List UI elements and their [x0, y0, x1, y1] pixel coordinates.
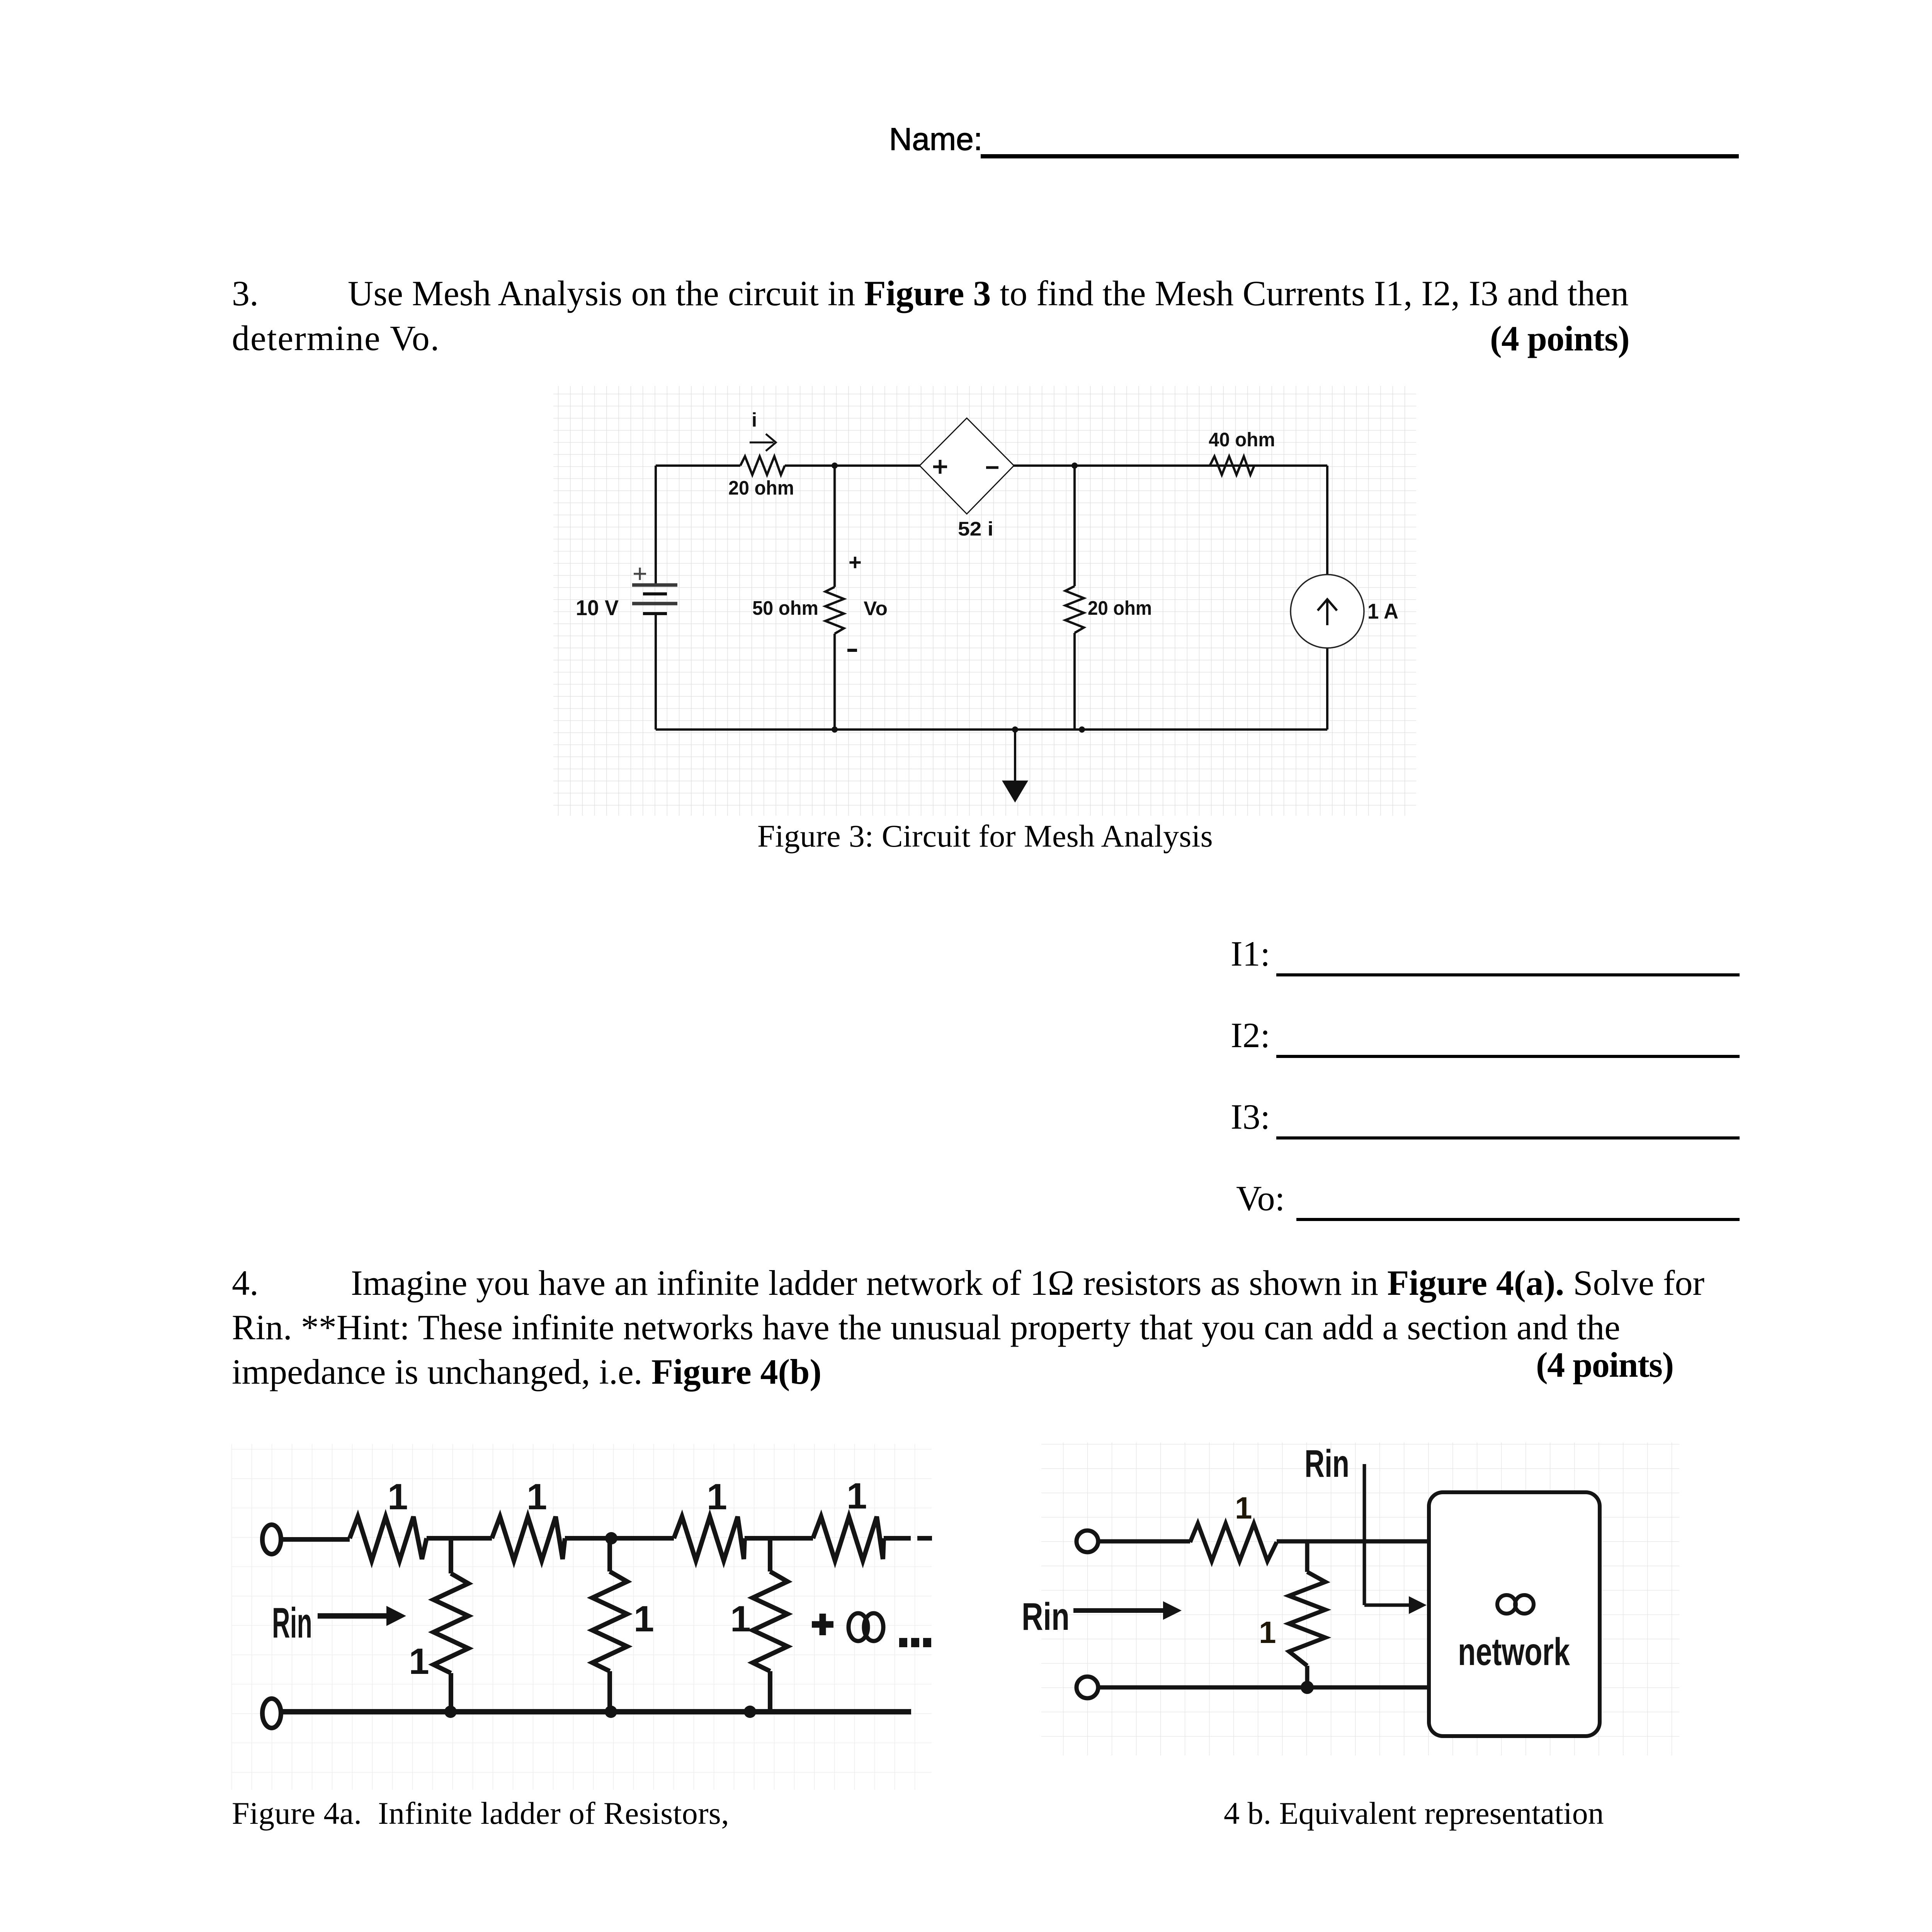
svg-text:Rin: Rin: [1304, 1442, 1349, 1485]
svg-text:1: 1: [707, 1476, 727, 1517]
svg-text:Vo: Vo: [864, 597, 888, 619]
svg-text:i: i: [752, 409, 757, 431]
svg-text:1: 1: [388, 1476, 408, 1517]
svg-text:20 ohm: 20 ohm: [1088, 597, 1152, 619]
svg-text:52 i: 52 i: [958, 518, 993, 540]
svg-text:Rin: Rin: [272, 1599, 312, 1647]
svg-text:network: network: [1458, 1630, 1570, 1673]
svg-text:1: 1: [527, 1476, 547, 1517]
svg-text:40 ohm: 40 ohm: [1209, 429, 1275, 451]
svg-text:20 ohm: 20 ohm: [728, 477, 794, 499]
svg-text:10 V: 10 V: [576, 595, 619, 620]
svg-text:1: 1: [730, 1599, 751, 1639]
svg-text:1: 1: [409, 1641, 429, 1682]
svg-text:1: 1: [1235, 1491, 1252, 1525]
svg-text:1: 1: [847, 1476, 867, 1517]
svg-text:1 A: 1 A: [1367, 599, 1398, 623]
svg-text:50 ohm: 50 ohm: [752, 597, 818, 619]
svg-text:1: 1: [634, 1599, 654, 1639]
svg-text:Rin: Rin: [1022, 1595, 1070, 1638]
svg-text:+: +: [849, 550, 862, 575]
svg-text:1: 1: [1259, 1615, 1276, 1650]
